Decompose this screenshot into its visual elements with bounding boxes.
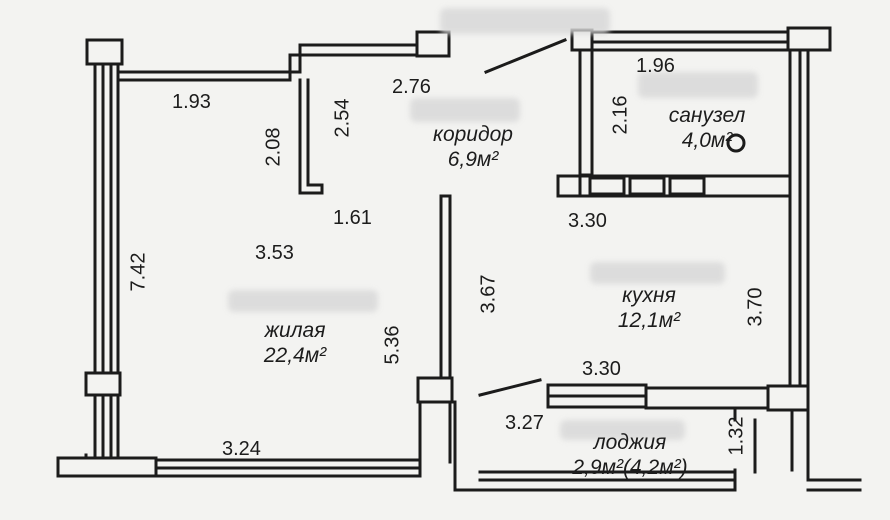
- dimension-label: 3.27: [505, 412, 544, 434]
- dimension-label: 7.42: [127, 252, 150, 292]
- room-name: лоджия: [593, 431, 667, 454]
- loggia-walls: [453, 418, 757, 492]
- watermark-blur: [560, 420, 685, 440]
- dimension-label: 3.30: [568, 210, 607, 232]
- dimension-label: 1.61: [333, 207, 372, 229]
- dimension-label: 3.70: [744, 287, 767, 327]
- dimension-label: 2.16: [609, 95, 632, 135]
- dimension-label: 3.67: [477, 274, 500, 314]
- dimension-label: 5.36: [381, 325, 404, 365]
- top-wall-living: [118, 30, 451, 82]
- watermark-blur: [410, 98, 520, 122]
- watermark-blur: [638, 72, 758, 98]
- dimension-label: 1.32: [725, 416, 748, 456]
- corridor-partition: [298, 78, 324, 195]
- room-area: 6,9м²: [447, 148, 499, 171]
- kitchen-label: кухня 12,1м²: [574, 283, 724, 333]
- room-area: 12,1м²: [617, 309, 681, 332]
- dimension-label: 2.54: [331, 98, 354, 138]
- room-area: 22,4м²: [263, 344, 327, 367]
- dimension-label: 3.30: [582, 358, 621, 380]
- room-name: кухня: [622, 284, 676, 307]
- room-name: санузел: [668, 104, 746, 127]
- room-area: 4,0м²: [681, 129, 733, 152]
- dimension-label: 1.96: [636, 55, 675, 77]
- room-area: 2,9м²(4,2м²): [572, 456, 688, 479]
- watermark-blur: [228, 290, 378, 312]
- dimension-label: 1.93: [172, 91, 211, 113]
- corridor-label: коридор 6,9м²: [388, 122, 558, 172]
- watermark-blur: [590, 262, 725, 284]
- living-label: жилая 22,4м²: [220, 318, 370, 368]
- dimension-label: 2.76: [392, 76, 431, 98]
- room-name: коридор: [433, 123, 513, 146]
- bottom-wall-living: [56, 456, 422, 478]
- living-kitchen-wall: [416, 194, 542, 464]
- watermark-blur: [440, 8, 610, 34]
- room-name: жилая: [264, 319, 326, 342]
- right-outer-wall: [766, 48, 862, 492]
- kitchen-window: [546, 383, 770, 422]
- loggia-label: лоджия 2,9м²(4,2м²): [525, 430, 735, 480]
- dimension-label: 3.53: [255, 242, 294, 264]
- dimension-label: 3.24: [222, 438, 261, 460]
- bathroom-label: санузел 4,0м²: [632, 103, 782, 153]
- dimension-label: 2.08: [262, 127, 285, 167]
- bathroom-walls: [484, 26, 832, 198]
- left-window-wall: [84, 38, 124, 477]
